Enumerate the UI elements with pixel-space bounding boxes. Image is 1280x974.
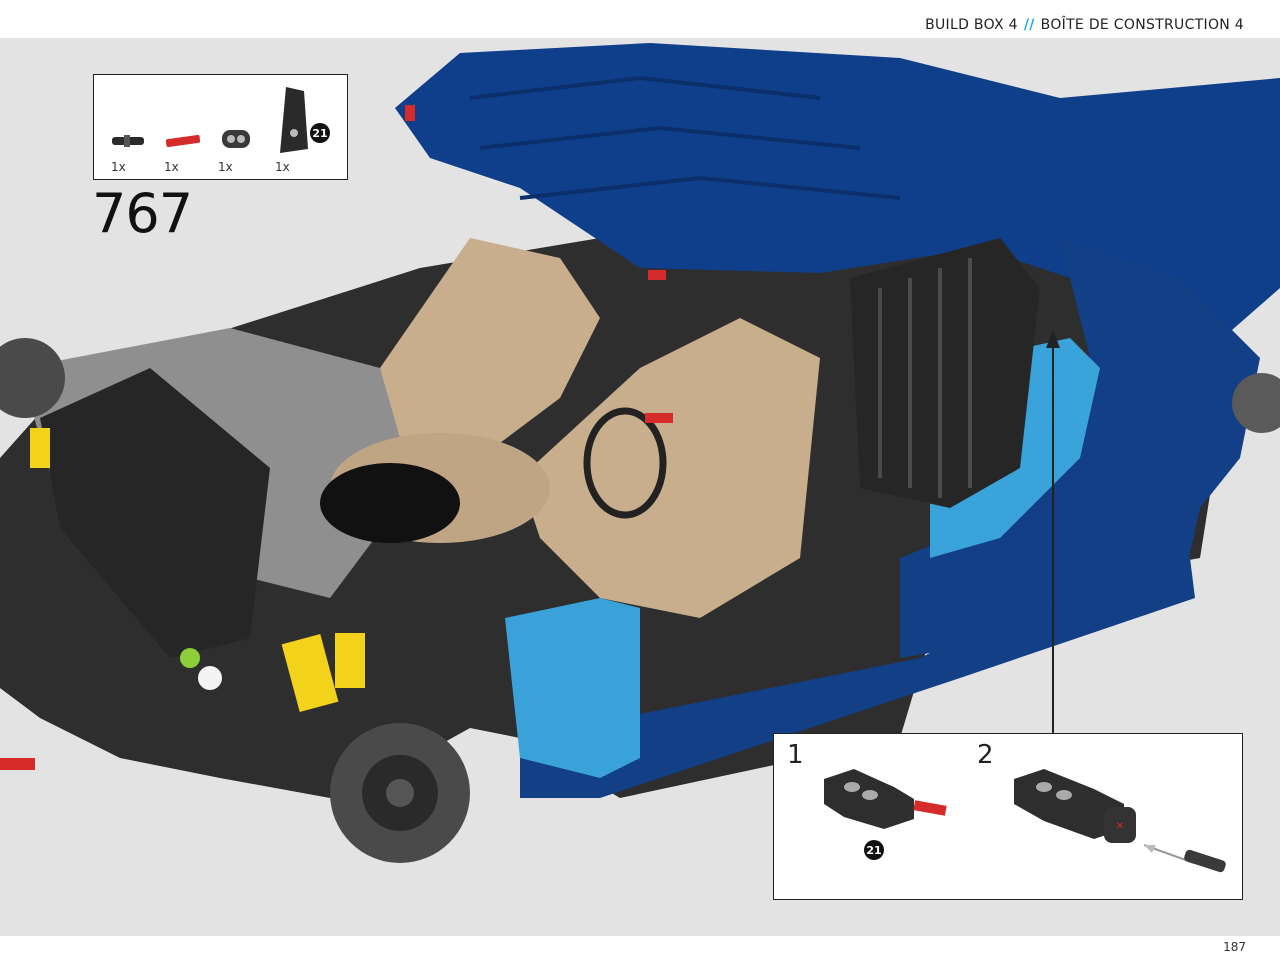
tan-seat-left xyxy=(380,238,600,458)
car-model-illustration xyxy=(0,43,1280,863)
header-label-fr: BOÎTE DE CONSTRUCTION 4 xyxy=(1040,17,1244,33)
substep-number: 2 xyxy=(977,740,994,770)
substep-2-assembly: ✕ xyxy=(1014,769,1226,873)
build-box-header: BUILD BOX 4 // BOÎTE DE CONSTRUCTION 4 xyxy=(925,17,1244,33)
steering-wheel xyxy=(583,407,667,519)
green-bushing xyxy=(180,648,200,668)
rear-right-wheel xyxy=(1232,373,1280,433)
floor-shadow xyxy=(320,463,460,543)
part-qty: 1x xyxy=(275,160,290,174)
substep-number: 1 xyxy=(787,740,804,770)
substep-count-badge: 21 xyxy=(864,840,884,860)
svg-text:✕: ✕ xyxy=(1116,821,1124,832)
light-blue-sill-panel xyxy=(505,598,640,778)
white-bushing xyxy=(198,666,222,690)
beam-connector-icon xyxy=(222,130,250,148)
header-separator: // xyxy=(1023,17,1035,33)
yellow-part-1 xyxy=(281,634,339,712)
step-number: 767 xyxy=(92,182,193,245)
rear-left-wheel xyxy=(0,338,65,418)
yellow-part-2 xyxy=(335,633,365,688)
hood-panel-lines xyxy=(469,75,901,200)
dark-panel-part-icon xyxy=(280,87,308,153)
red-pin-3 xyxy=(0,758,35,770)
blue-side-sill xyxy=(520,558,1195,798)
part-qty: 1x xyxy=(218,160,233,174)
red-axle-icon xyxy=(165,134,201,148)
red-pin-1 xyxy=(405,105,415,121)
callout-pointer-arrow xyxy=(1046,330,1060,348)
part-qty: 1x xyxy=(111,160,126,174)
part-qty: 1x xyxy=(164,160,179,174)
tan-seat-right xyxy=(520,318,820,618)
front-wheel-center xyxy=(386,779,414,807)
part-count-badge: 21 xyxy=(310,123,330,143)
red-pin-2 xyxy=(648,270,666,280)
blue-rear-body xyxy=(900,238,1260,658)
dark-door-ribs xyxy=(850,238,1040,508)
red-pin-4 xyxy=(645,413,673,423)
door-rib-lines xyxy=(878,258,972,498)
parts-list-box: 1x 1x 1x 21 1x xyxy=(93,74,348,180)
blue-hood xyxy=(395,43,1280,358)
substep-1-assembly xyxy=(824,769,947,829)
axle-pin-icon xyxy=(112,135,144,147)
substep-callout-box: 1 21 2 ✕ xyxy=(773,733,1243,900)
page-number: 187 xyxy=(1223,940,1246,954)
header-label-en: BUILD BOX 4 xyxy=(925,17,1018,33)
yellow-part-3 xyxy=(30,428,50,468)
dark-panel-left xyxy=(40,368,270,658)
